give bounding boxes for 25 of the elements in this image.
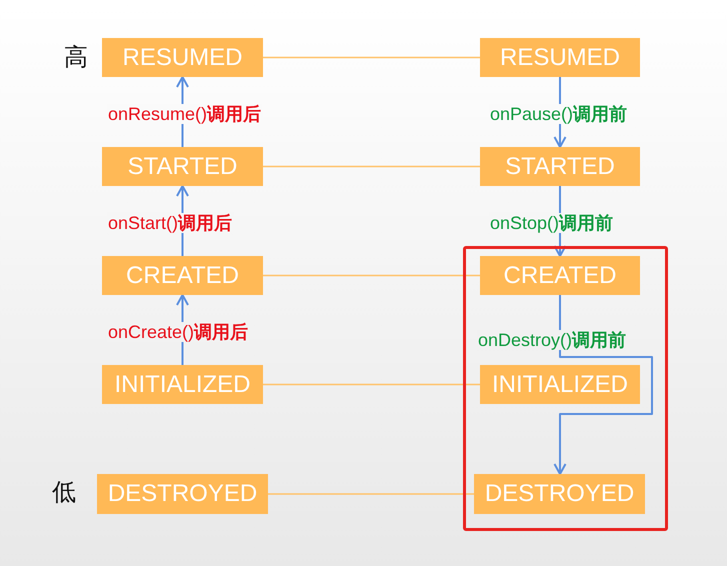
edge-label: onPause()调用前	[489, 104, 628, 124]
highlight-frame	[463, 246, 668, 531]
arrow	[554, 295, 653, 475]
connector-line	[263, 274, 480, 276]
connector-line	[263, 56, 480, 58]
state-box: CREATED	[480, 256, 640, 295]
state-box: INITIALIZED	[102, 365, 263, 404]
edge-label: onResume()调用后	[107, 104, 262, 124]
state-box: RESUMED	[102, 38, 263, 77]
connector-line	[263, 384, 480, 386]
state-box: STARTED	[480, 147, 640, 186]
level-label: 低	[52, 479, 76, 505]
state-box: INITIALIZED	[480, 365, 640, 404]
state-box: DESTROYED	[474, 474, 645, 514]
edge-label: onCreate()调用后	[107, 322, 250, 342]
edge-label: onDestroy()调用前	[477, 330, 628, 350]
connector-line	[263, 166, 480, 168]
connector-line	[268, 493, 474, 495]
state-box: CREATED	[102, 256, 263, 295]
edge-label: onStart()调用后	[107, 213, 234, 233]
level-label: 高	[64, 44, 88, 70]
state-box: RESUMED	[480, 38, 640, 77]
state-box: DESTROYED	[97, 474, 268, 514]
edge-label: onStop()调用前	[489, 213, 614, 233]
state-box: STARTED	[102, 147, 263, 186]
